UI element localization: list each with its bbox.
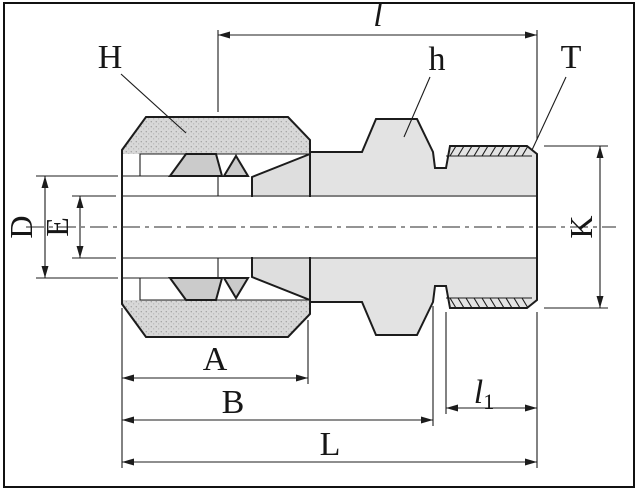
- dim-D: D: [3, 175, 118, 279]
- leader-h: [403, 76, 431, 138]
- dimensions: l D E K A B: [3, 0, 608, 468]
- front-ferrule-top: [168, 153, 224, 177]
- dim-l: l: [217, 0, 538, 140]
- label-nut: H: [98, 39, 123, 76]
- dim-K-label: K: [563, 215, 599, 238]
- front-ferrule-bottom: [168, 277, 224, 301]
- thread-hatch: [446, 145, 532, 309]
- label-thread: T: [561, 39, 582, 76]
- dim-E: E: [39, 195, 116, 259]
- fitting-drawing: [26, 116, 616, 338]
- leaders: H h T: [98, 39, 582, 151]
- dim-l1: l1: [445, 312, 537, 414]
- dim-l-lines: [217, 30, 538, 140]
- dim-B-lines: [122, 306, 434, 426]
- label-hex: h: [429, 41, 446, 78]
- dim-A-label: A: [203, 341, 228, 378]
- leader-H: [120, 73, 187, 134]
- back-ferrule-bottom: [222, 277, 250, 300]
- ferrules: [168, 153, 250, 301]
- dim-L-label: L: [320, 426, 341, 463]
- dim-D-label: D: [3, 215, 39, 238]
- thread-section: [446, 145, 532, 309]
- leader-T: [531, 76, 567, 151]
- dim-K: K: [544, 145, 608, 309]
- dim-K-lines: [544, 145, 608, 309]
- dim-L-lines: [121, 308, 538, 468]
- dim-E-label: E: [39, 217, 75, 237]
- dim-l1-subscript: 1: [483, 389, 494, 414]
- dim-l1-label: l1: [474, 374, 494, 414]
- dim-D-arrows: [41, 176, 49, 278]
- dim-A-lines: [122, 320, 309, 384]
- dim-B: B: [122, 306, 434, 426]
- dim-A: A: [122, 320, 309, 384]
- dim-l-label: l: [373, 0, 382, 34]
- dim-L: L: [121, 308, 538, 468]
- dim-l1-lines: [445, 312, 537, 414]
- back-ferrule-top: [222, 154, 250, 177]
- dim-B-label: B: [222, 384, 245, 421]
- dim-l1-base: l: [474, 374, 483, 411]
- dim-D-lines: [36, 175, 118, 279]
- sheet-border: [3, 2, 635, 488]
- nut-cavity-lines: [139, 153, 310, 301]
